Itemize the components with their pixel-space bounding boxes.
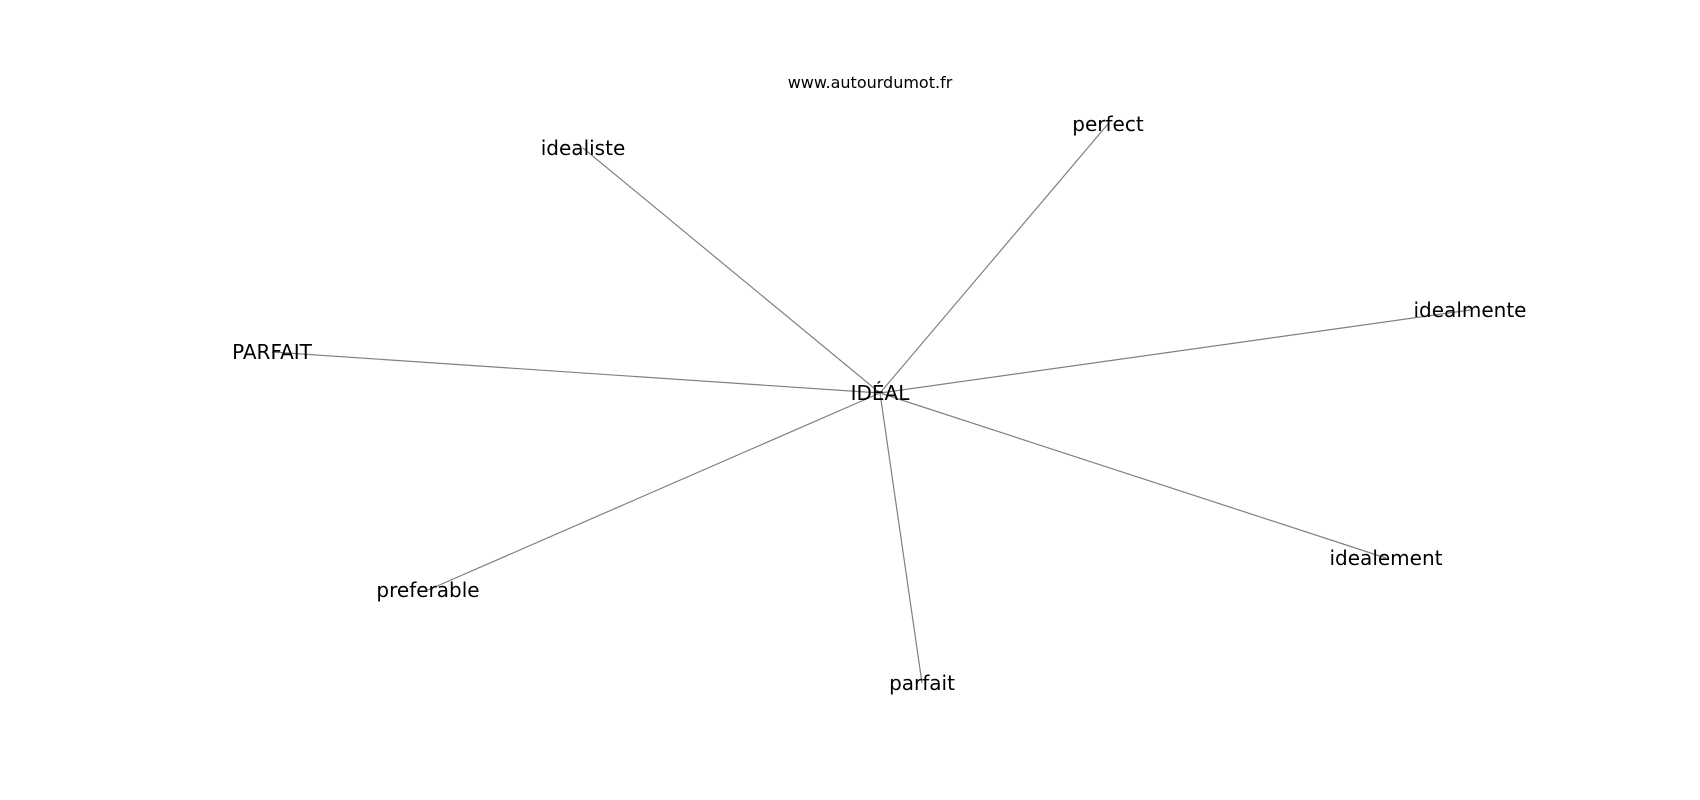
edge-parfait	[271, 351, 881, 394]
node-preferable[interactable]: preferable	[376, 578, 479, 602]
edges	[271, 123, 1471, 684]
edge-idealiste	[582, 147, 881, 394]
edge-parfait	[879, 392, 923, 684]
node-idealmente[interactable]: idealmente	[1414, 298, 1527, 322]
site-url: www.autourdumot.fr	[788, 73, 953, 92]
edge-preferable	[427, 392, 881, 591]
edge-idealement	[879, 392, 1387, 559]
node-parfait[interactable]: parfait	[889, 671, 955, 695]
edge-idealmente	[879, 309, 1471, 394]
edge-perfect	[879, 123, 1109, 394]
node-idealiste[interactable]: idealiste	[541, 136, 626, 160]
node-center[interactable]: IDÉAL	[851, 381, 911, 405]
node-idealement[interactable]: idealement	[1330, 546, 1443, 570]
node-perfect[interactable]: perfect	[1072, 112, 1144, 136]
node-parfait[interactable]: PARFAIT	[232, 340, 313, 364]
